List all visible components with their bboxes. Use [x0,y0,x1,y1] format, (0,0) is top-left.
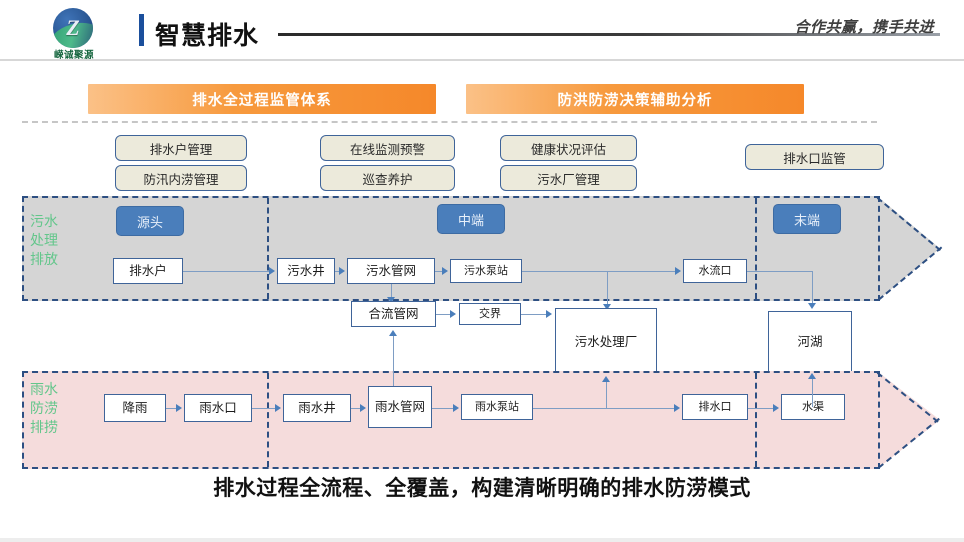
link-rain-to-inlet [166,408,180,409]
band-label-rain-line1: 雨水 [30,382,58,398]
link-inlet-to-well [252,408,277,409]
node-drainage-user[interactable]: 排水户 [113,258,183,284]
arrow-junction-to-plant [546,310,552,318]
arrow-canal-to-river [808,373,816,379]
node-canal[interactable]: 水渠 [781,394,845,420]
node-sewage-pump-station[interactable]: 污水泵站 [450,259,522,283]
band-label-sewage: 污水 处理 排放 [30,213,80,270]
link-drain-to-canal [748,408,775,409]
banner-drainage-supervision: 排水全过程监管体系 [88,84,436,114]
node-rainwater-pump-station[interactable]: 雨水泵站 [461,394,533,420]
node-water-outlet[interactable]: 水流口 [683,259,747,283]
band-label-sewage-line2: 处理 [30,232,58,249]
band-label-rain: 雨水 防涝 排捞 [30,381,80,438]
node-rainwater-inlet[interactable]: 雨水口 [184,394,252,422]
link-well-to-rpipe [351,408,362,409]
arrow-combined-to-junction [450,310,456,318]
link-pump-down [607,271,608,308]
rain-band-shape [22,371,940,469]
link-outlet-right [747,271,813,272]
link-user-to-well [183,271,271,272]
node-rainwater-pipe-network[interactable]: 雨水管网 [368,386,432,428]
arrow-well-to-rpipe [360,404,366,412]
module-drainage-user-mgmt[interactable]: 排水户管理 [115,135,247,161]
link-pipe-down [391,284,392,301]
arrow-well-to-pipe [339,267,345,275]
arrow-pump-to-plant [603,304,611,310]
header-tagline: 合作共赢，携手共进 [794,18,934,36]
logo-circle-icon: Z [53,8,93,48]
module-inspection-maintenance[interactable]: 巡查养护 [320,165,455,191]
rain-sep-2 [755,373,757,467]
link-junction-to-plant [521,314,548,315]
band-label-rain-line2: 防涝 [30,400,58,417]
band-label-sewage-line3: 排放 [30,251,58,268]
node-sewage-treatment-plant[interactable]: 污水处理厂 [555,308,657,376]
node-sewage-pipe-network[interactable]: 污水管网 [347,258,435,284]
module-outlet-supervision[interactable]: 排水口监管 [745,144,884,170]
link-rpump-to-drain [533,408,676,409]
arrow-pump-to-outlet [675,267,681,275]
arrow-pipe-to-pump [442,267,448,275]
module-flood-waterlog-mgmt[interactable]: 防汛内涝管理 [115,165,247,191]
stage-middle[interactable]: 中端 [437,204,505,234]
band-label-sewage-line1: 污水 [30,214,58,230]
link-canal-up [812,379,813,407]
sewage-sep-2 [755,198,757,299]
arrow-pipe-down [387,297,395,303]
stage-end[interactable]: 末端 [773,204,841,234]
rain-sep-1 [267,373,269,467]
stage-source[interactable]: 源头 [116,206,184,236]
arrow-drain-to-canal [773,404,779,412]
band-label-rain-line3: 排捞 [30,419,58,436]
rain-band-outline [22,371,880,469]
title-accent-bar [139,14,144,46]
node-river-lake[interactable]: 河湖 [768,311,852,373]
arrow-rain-to-inlet [176,404,182,412]
node-rainwater-well[interactable]: 雨水井 [283,394,351,422]
arrow-rpump-to-plant [602,376,610,382]
arrow-outlet-to-river [808,303,816,309]
slide-header: Z 嵘诚聚源 智慧排水 合作共赢，携手共进 [0,0,964,62]
arrow-inlet-to-well [275,404,281,412]
module-health-assessment[interactable]: 健康状况评估 [500,135,637,161]
sewage-band-outline [22,196,880,301]
link-pipe-to-pump [435,271,444,272]
node-rainfall[interactable]: 降雨 [104,394,166,422]
company-logo: Z 嵘诚聚源 [39,8,109,61]
node-drain-outlet[interactable]: 排水口 [682,394,748,420]
link-rpump-up [606,382,607,408]
module-sewage-plant-mgmt[interactable]: 污水厂管理 [500,165,637,191]
link-outlet-down [812,271,813,307]
title-divider [278,33,940,36]
arrow-rpipe-to-combined [389,330,397,336]
arrow-user-to-well [269,267,275,275]
link-pump-right [522,271,608,272]
sewage-sep-1 [267,198,269,299]
link-rpipe-to-rpump [432,408,455,409]
node-combined-pipe-network[interactable]: 合流管网 [351,301,436,327]
node-sewage-well[interactable]: 污水井 [277,258,335,284]
arrow-rpump-to-drain [674,404,680,412]
node-junction[interactable]: 交界 [459,303,521,325]
arrow-rpipe-to-rpump [453,404,459,412]
footer-divider [0,538,964,542]
banner-flood-analysis: 防洪防涝决策辅助分析 [466,84,804,114]
logo-letter: Z [66,15,80,40]
link-well-to-pipe [335,271,341,272]
link-combined-to-junction [436,314,452,315]
module-online-monitor-alert[interactable]: 在线监测预警 [320,135,455,161]
page-title: 智慧排水 [155,21,260,50]
logo-company-name: 嵘诚聚源 [53,50,94,61]
link-rpipe-up [393,336,394,386]
slide-caption: 排水过程全流程、全覆盖，构建清晰明确的排水防涝模式 [213,476,751,500]
header-bottom-divider [0,59,964,61]
